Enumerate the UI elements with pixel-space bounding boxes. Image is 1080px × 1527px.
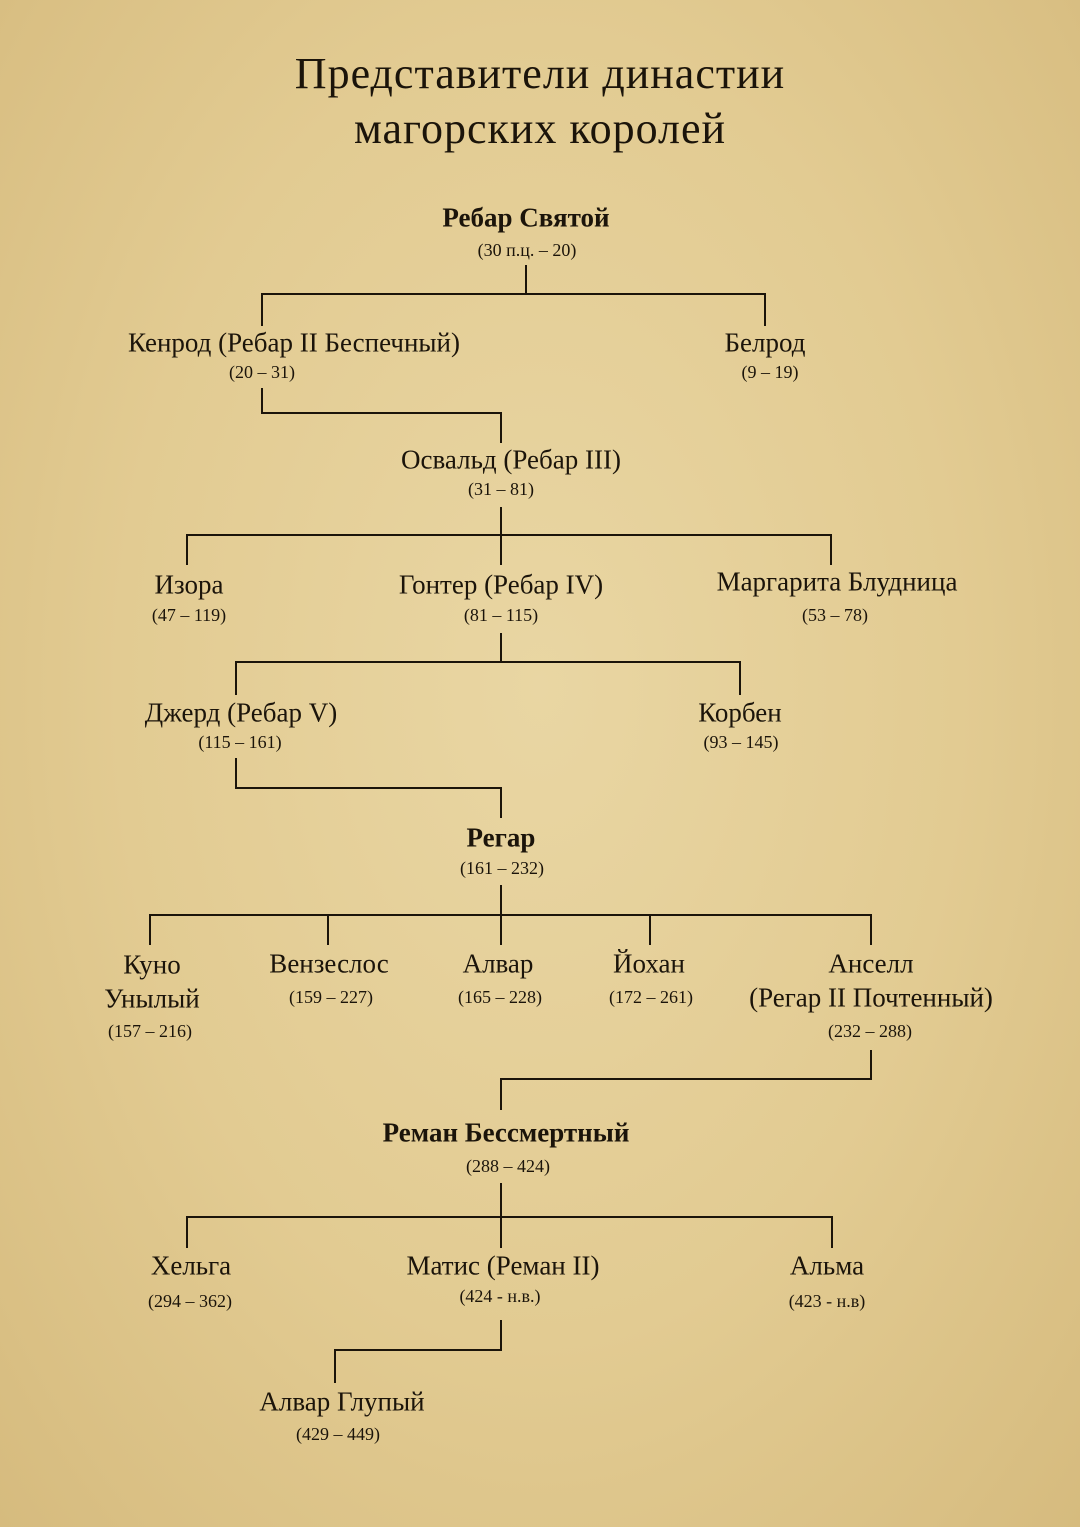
node-alma-dates: (423 - н.в) [788, 1291, 866, 1311]
node-belrod-name: Белрод [724, 327, 806, 358]
node-djerd-dates: (115 – 161) [198, 732, 282, 752]
node-margarita-name: Маргарита Блудница [716, 566, 958, 597]
node-gonter-dates: (81 – 115) [463, 605, 539, 625]
title-line-2: магорских королей [353, 104, 727, 153]
node-belrod-dates: (9 – 19) [741, 362, 799, 382]
node-korben-name: Корбен [698, 697, 782, 728]
node-matis-dates: (424 - н.в.) [459, 1286, 541, 1306]
node-ansell-dates: (232 – 288) [828, 1021, 912, 1041]
node-ansell-name-2: (Регар II Почтенный) [749, 982, 993, 1013]
node-osvald-dates: (31 – 81) [468, 479, 534, 499]
node-alvar-dates: (165 – 228) [458, 987, 542, 1007]
node-kenrod-name: Кенрод (Ребар II Беспечный) [128, 327, 460, 358]
node-gonter-name: Гонтер (Ребар IV) [398, 569, 604, 600]
node-rebar-dates: (30 п.ц. – 20) [477, 240, 577, 260]
node-iohan-dates: (172 – 261) [609, 987, 693, 1007]
node-regar-name: Регар [466, 822, 536, 853]
node-regar-dates: (161 – 232) [460, 858, 544, 878]
node-kenrod-dates: (20 – 31) [229, 362, 295, 382]
node-kuno-name-1: Куно [123, 949, 181, 980]
node-korben-dates: (93 – 145) [703, 732, 779, 752]
node-djerd-name: Джерд (Ребар V) [144, 697, 338, 728]
node-kuno-dates: (157 – 216) [108, 1021, 192, 1041]
node-kuno-name-2: Унылый [104, 983, 200, 1014]
node-izora-dates: (47 – 119) [151, 605, 227, 625]
node-matis-name: Матис (Реман II) [406, 1250, 600, 1281]
node-venzeslos-dates: (159 – 227) [289, 987, 373, 1007]
node-alma-name: Альма [789, 1250, 865, 1281]
node-izora-name: Изора [154, 569, 224, 600]
node-alvar-glupiy-dates: (429 – 449) [296, 1424, 380, 1444]
node-rebar-name: Ребар Святой [442, 202, 610, 233]
node-venzeslos-name: Вензеслос [269, 948, 389, 979]
node-ansell-name-1: Анселл [828, 948, 914, 979]
node-osvald-name: Освальд (Ребар III) [401, 444, 621, 475]
node-helga-name: Хельга [150, 1250, 232, 1281]
node-reman-name: Реман Бессмертный [382, 1117, 630, 1148]
node-margarita-dates: (53 – 78) [802, 605, 868, 625]
title-line-1: Представители династии [294, 49, 786, 98]
node-helga-dates: (294 – 362) [148, 1291, 232, 1311]
node-reman-dates: (288 – 424) [466, 1156, 550, 1176]
node-iohan-name: Йохан [613, 948, 685, 979]
node-alvar-name: Алвар [462, 948, 534, 979]
node-alvar-glupiy-name: Алвар Глупый [259, 1386, 425, 1417]
